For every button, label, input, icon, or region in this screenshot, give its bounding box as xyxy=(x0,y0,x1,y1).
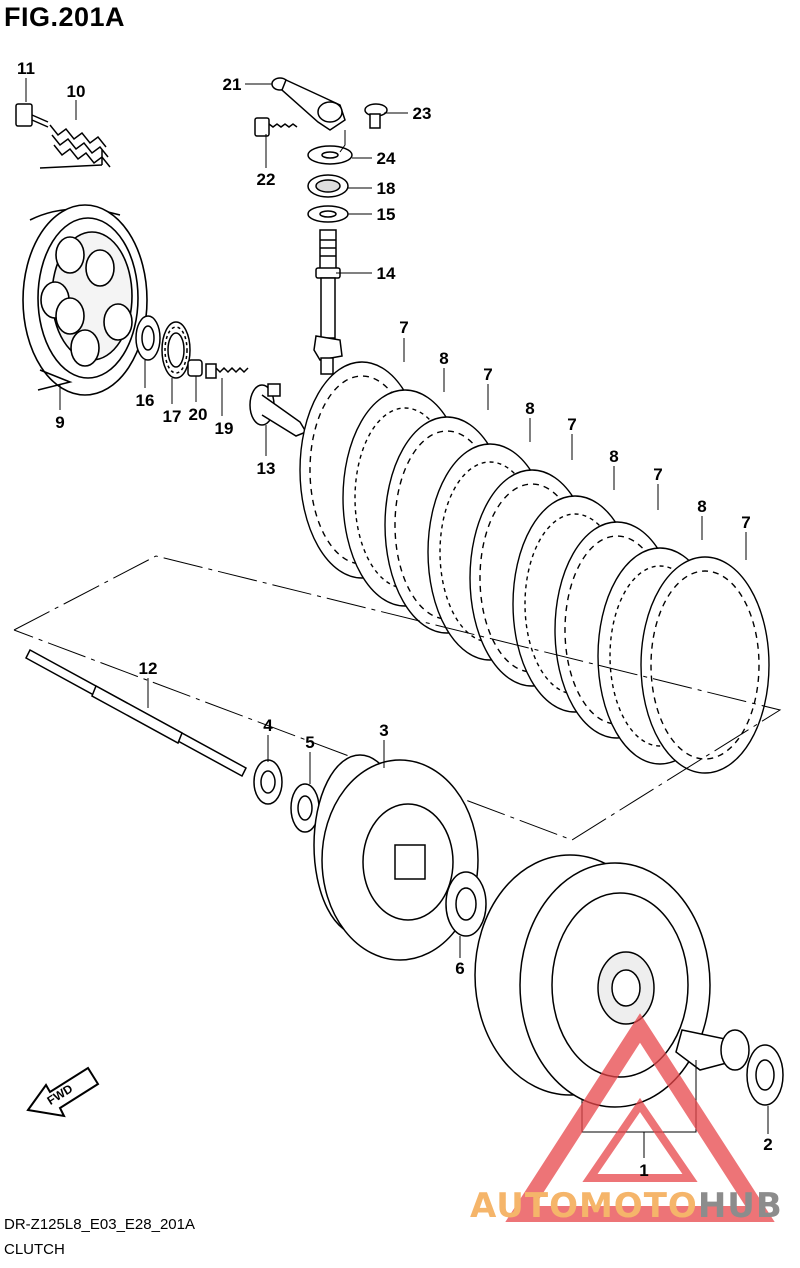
drive-plate-part-7 xyxy=(640,556,770,774)
leader-line xyxy=(339,130,346,153)
callout-9: 9 xyxy=(55,413,64,432)
callout-20: 20 xyxy=(189,405,208,424)
callout-23: 23 xyxy=(413,104,432,123)
callout-6: 6 xyxy=(455,959,464,978)
screw-part-23 xyxy=(364,103,388,129)
watermark-part1: AUTOMOTO xyxy=(470,1186,698,1226)
callout-11: 11 xyxy=(17,59,35,78)
model-code: DR-Z125L8_E03_E28_201A xyxy=(4,1216,195,1233)
nut-part-4 xyxy=(253,759,283,805)
washer-part-2 xyxy=(746,1044,784,1106)
callout-7: 7 xyxy=(483,365,492,384)
bearing-part-17 xyxy=(161,321,191,379)
screw-part-19 xyxy=(205,363,249,379)
callout-24: 24 xyxy=(377,149,396,168)
watermark-part2: HUB xyxy=(697,1186,783,1226)
fwd-arrow-icon: FWD xyxy=(26,1066,100,1118)
callout-8: 8 xyxy=(697,497,706,516)
push-piece-part-13 xyxy=(249,383,308,437)
figure-title: FIG.201A xyxy=(4,2,126,32)
callout-8: 8 xyxy=(439,349,448,368)
callout-14: 14 xyxy=(377,264,396,283)
section-name: CLUTCH xyxy=(4,1241,65,1258)
callout-15: 15 xyxy=(377,205,396,224)
washer-part-24 xyxy=(307,145,353,165)
callout-12: 12 xyxy=(139,659,158,678)
spacer-part xyxy=(675,1029,750,1071)
camshaft-part-14 xyxy=(313,229,343,375)
spring-part-10 xyxy=(39,124,111,169)
bolt-part-11 xyxy=(15,103,49,128)
callout-labels: 11 10 9 16 17 20 19 13 21 22 23 24 18 15… xyxy=(17,59,773,1180)
callout-3: 3 xyxy=(379,721,388,740)
callout-7: 7 xyxy=(741,513,750,532)
watermark-logo: AUTOMOTOHUB xyxy=(470,1186,783,1226)
callout-8: 8 xyxy=(525,399,534,418)
callout-8: 8 xyxy=(609,447,618,466)
plate-leader-lines xyxy=(403,338,747,560)
callout-18: 18 xyxy=(377,179,396,198)
callout-7: 7 xyxy=(399,318,408,337)
callout-19: 19 xyxy=(215,419,234,438)
washer-part-15 xyxy=(307,205,349,223)
watermark-triangle-icon xyxy=(505,1013,775,1222)
clutch-plate-stack xyxy=(299,361,770,774)
clutch-housing-part-1 xyxy=(474,854,711,1108)
callout-1: 1 xyxy=(639,1161,648,1180)
callout-17: 17 xyxy=(163,407,182,426)
callout-2: 2 xyxy=(763,1135,772,1154)
pressure-plate-part-9 xyxy=(22,204,148,396)
nut-part-20 xyxy=(187,359,203,377)
sleeve-hub-part-3 xyxy=(313,754,479,961)
callout-16: 16 xyxy=(136,391,155,410)
washer-part-6 xyxy=(445,871,487,937)
oil-seal-part-18 xyxy=(307,174,349,198)
push-rod-part-12 xyxy=(25,648,247,778)
washer-part-16 xyxy=(135,315,161,361)
callout-21: 21 xyxy=(223,75,242,94)
bolt-part-22 xyxy=(254,117,298,137)
callout-10: 10 xyxy=(67,82,86,101)
release-arm-part-21 xyxy=(271,77,346,131)
callout-4: 4 xyxy=(263,716,273,735)
callout-7: 7 xyxy=(653,465,662,484)
callout-5: 5 xyxy=(305,733,314,752)
callout-22: 22 xyxy=(257,170,276,189)
callout-13: 13 xyxy=(257,459,276,478)
callout-7: 7 xyxy=(567,415,576,434)
